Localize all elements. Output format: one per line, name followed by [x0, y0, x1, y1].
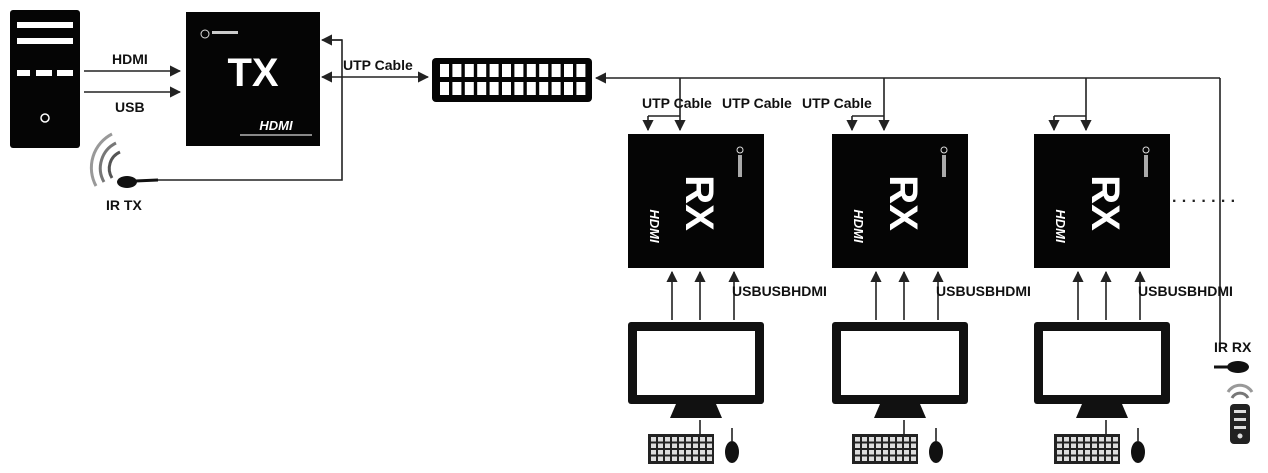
switch-port: [502, 82, 511, 95]
keyboard-icon: [852, 420, 918, 464]
rx-utp-cable-label: UTP Cable: [722, 95, 792, 111]
switch-port: [539, 64, 549, 77]
rx-utp-cable-label: UTP Cable: [802, 95, 872, 111]
switch-port: [452, 82, 462, 95]
switch-port: [464, 64, 474, 77]
switch-port: [526, 64, 536, 77]
mouse-icon: [725, 428, 739, 463]
switch-port: [526, 82, 536, 95]
mouse-icon: [929, 428, 943, 463]
switch-port: [514, 82, 524, 95]
rx-port-labels: USBUSBHDMI: [732, 283, 827, 299]
switch-port: [489, 82, 499, 95]
rx-port-label: HDMI: [1197, 283, 1233, 299]
tx-hdmi-logo: HDMI: [259, 118, 293, 133]
switch-port: [477, 82, 487, 95]
switch-port: [514, 64, 524, 77]
switch-port: [477, 64, 487, 77]
rx-port-label: HDMI: [995, 283, 1031, 299]
switch-port: [551, 82, 561, 95]
rx-label: RX: [677, 175, 721, 231]
rx-hdmi-logo: HDMI: [1053, 209, 1068, 243]
switch-port: [576, 82, 586, 95]
mouse-icon: [1131, 428, 1145, 463]
rx-port-label: USB: [762, 283, 792, 299]
network-switch: [432, 58, 592, 102]
ir-tx-label: IR TX: [106, 197, 142, 213]
switch-port: [539, 82, 549, 95]
rx-label: RX: [1083, 175, 1127, 231]
rx-port-label: HDMI: [791, 283, 827, 299]
switch-port: [564, 82, 573, 95]
rx-label: RX: [881, 175, 925, 231]
rx-hdmi-logo: HDMI: [851, 209, 866, 243]
switch-port: [551, 64, 561, 77]
rx-hdmi-logo: HDMI: [647, 209, 662, 243]
switch-port: [489, 64, 499, 77]
hdmi-connection-label: HDMI: [112, 51, 148, 67]
rx-port-label: USB: [936, 283, 966, 299]
keyboard-icon: [648, 420, 714, 464]
tx-label: TX: [227, 51, 278, 95]
remote-control-icon: [1226, 383, 1254, 444]
rx-port-label: USB: [966, 283, 996, 299]
switch-port: [440, 82, 449, 95]
computer-tower-icon: [10, 10, 80, 148]
switch-port: [464, 82, 474, 95]
switch-port: [502, 64, 511, 77]
ir-receiver-icon: [1214, 361, 1249, 373]
ir-rx-label: IR RX: [1214, 339, 1252, 355]
rx-port-labels: USBUSBHDMI: [936, 283, 1031, 299]
continuation-dots: · · · · · · ·: [1172, 193, 1236, 210]
transmitter-unit: TX HDMI: [186, 12, 320, 146]
switch-port: [452, 64, 462, 77]
rx-utp-cable-label: UTP Cable: [642, 95, 712, 111]
tx-utp-cable-label: UTP Cable: [343, 57, 413, 73]
switch-port: [576, 64, 586, 77]
rx-port-label: USB: [732, 283, 762, 299]
usb-connection-label: USB: [115, 99, 145, 115]
rx-port-label: USB: [1138, 283, 1168, 299]
switch-port: [440, 64, 449, 77]
ir-emitter-icon: [89, 132, 159, 188]
rx-port-labels: USBUSBHDMI: [1138, 283, 1233, 299]
rx-port-label: USB: [1168, 283, 1198, 299]
switch-port: [564, 64, 573, 77]
keyboard-icon: [1054, 420, 1120, 464]
